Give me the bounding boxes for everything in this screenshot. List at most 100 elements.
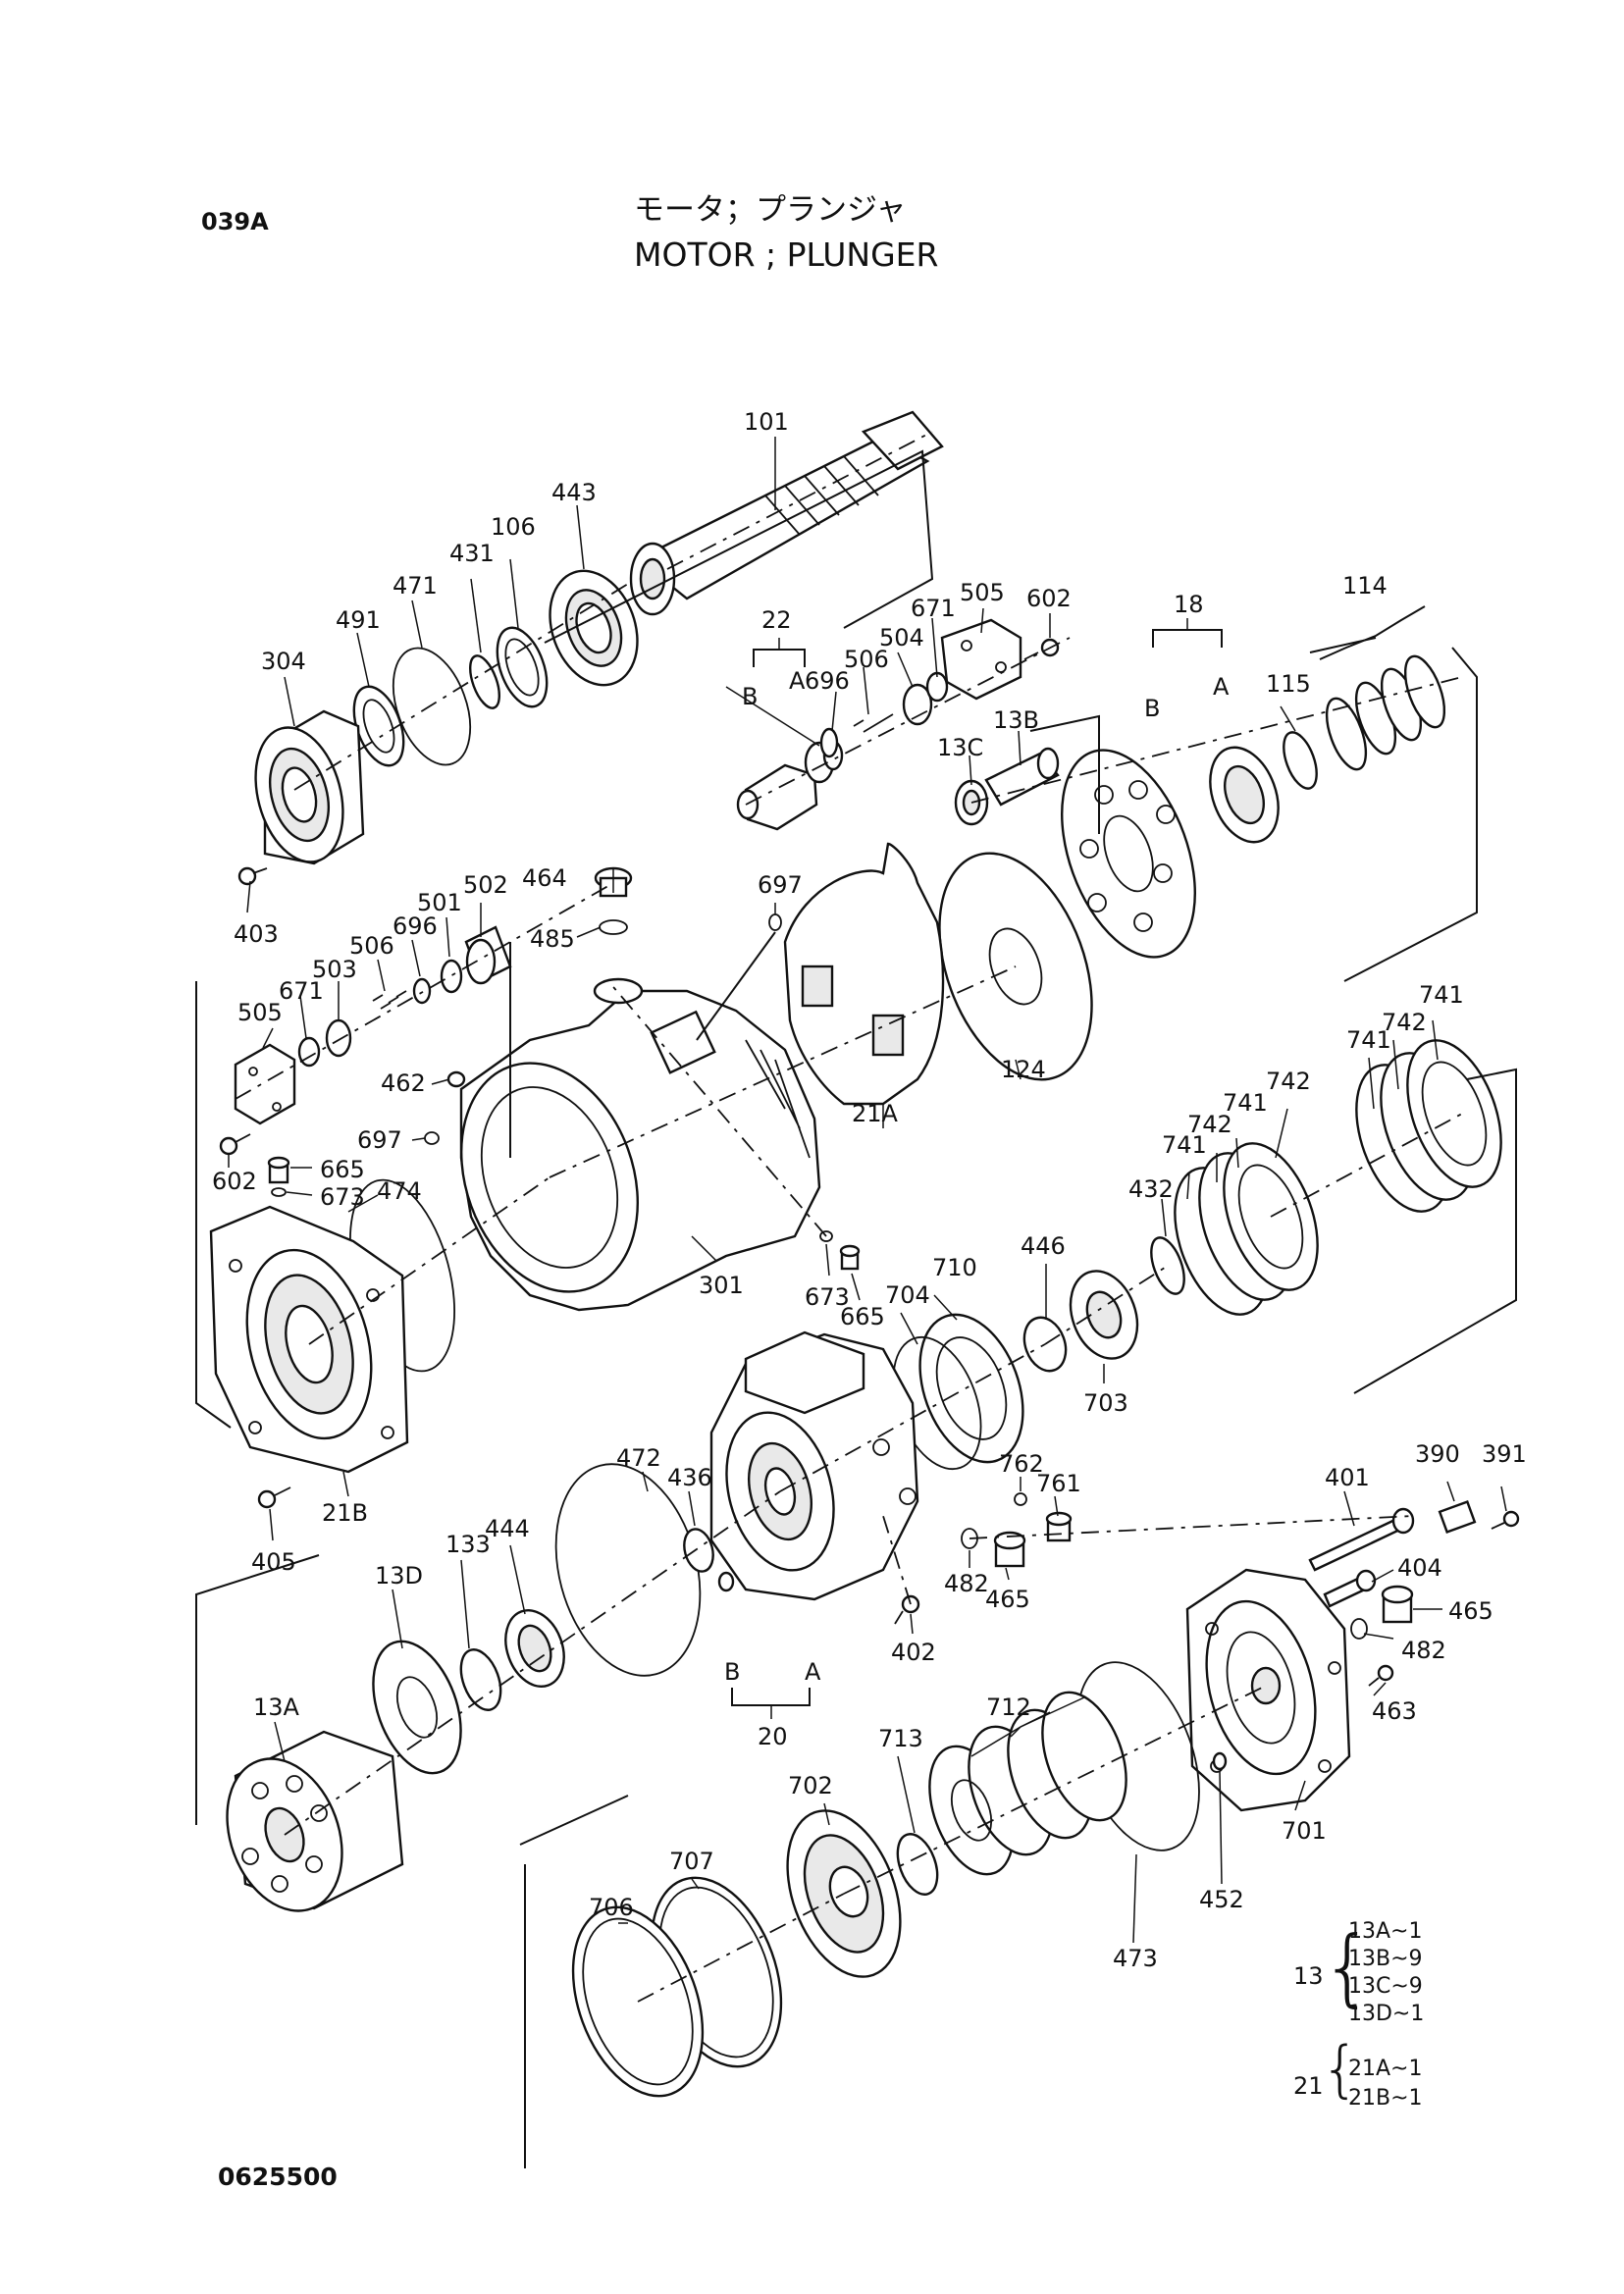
callout-463: 463 [1372,1697,1417,1725]
callout-22-b: B [742,683,758,710]
callout-465-right: 465 [1448,1597,1493,1625]
plug-462 [446,1070,466,1088]
plug-665-right [839,1244,861,1271]
piston-13b [984,747,1060,807]
pin-762 [1014,1492,1027,1506]
callout-403: 403 [234,920,279,948]
ring-106 [496,626,549,708]
plate-390 [1438,1499,1477,1535]
callout-474: 474 [377,1177,422,1205]
callout-20-a: A [805,1658,821,1686]
retainer-plate-18b [1061,749,1196,959]
callout-18: 18 [1174,591,1204,618]
callout-501: 501 [417,889,462,916]
callout-405: 405 [251,1548,296,1576]
housing-301 [459,977,821,1312]
ring-485 [599,919,628,935]
assembly-13-item: 13B~9 [1348,1947,1423,1971]
plug-504 [902,683,933,726]
callout-436: 436 [667,1464,712,1491]
cover-505-upper [940,618,1022,701]
callout-101: 101 [744,408,789,436]
callout-21a: 21A [852,1100,899,1127]
ring-696-left [412,977,432,1005]
pin-20b [717,1571,735,1592]
assembly-13-item: 13A~1 [1348,1919,1423,1944]
bearing-443 [549,569,639,687]
callout-701: 701 [1282,1817,1327,1845]
callout-21b: 21B [322,1499,368,1527]
pin-697-upper [768,913,782,931]
callout-443: 443 [551,479,597,506]
callout-462: 462 [381,1069,426,1097]
bolt-602-upper [1023,638,1060,660]
callout-762: 762 [999,1450,1044,1478]
title-english: MOTOR ; PLUNGER [634,235,939,274]
callout-697-upper: 697 [758,871,803,899]
callout-761: 761 [1036,1470,1081,1497]
cover-505-left [234,1043,296,1125]
ring-482-right [1350,1618,1368,1640]
callout-710: 710 [932,1254,977,1281]
callout-18-b: B [1144,695,1160,722]
assembly-13-brace: { [1321,1918,1375,2016]
callout-704: 704 [885,1281,930,1309]
callout-482-middle: 482 [944,1570,989,1597]
page-code: 039A [201,208,269,235]
callout-665-left: 665 [320,1156,365,1183]
callout-13d: 13D [375,1562,423,1590]
callout-491: 491 [336,606,381,634]
callout-464: 464 [522,864,567,892]
callout-741-b: 741 [1419,981,1464,1009]
ring-673-left [271,1187,287,1197]
callout-665-right: 665 [840,1303,885,1330]
gear-703 [1069,1270,1139,1360]
cylinder-block-13a [226,1730,404,1912]
callout-702: 702 [788,1772,833,1799]
callout-712: 712 [986,1694,1031,1721]
part-shapes [209,410,1520,2098]
callout-431: 431 [449,540,495,567]
spring-506-upper [853,713,894,733]
callout-742-b: 742 [1266,1068,1311,1095]
callout-503: 503 [312,956,357,983]
callout-505-left: 505 [237,999,283,1026]
callout-402: 402 [891,1639,936,1666]
plug-463 [1368,1664,1394,1687]
callout-115: 115 [1266,670,1311,698]
callout-485: 485 [530,925,575,953]
friction-discs-upper [1355,1039,1502,1213]
callout-706: 706 [589,1894,634,1921]
callout-446: 446 [1021,1232,1066,1260]
callout-741-d: 741 [1162,1131,1207,1159]
callout-506-left: 506 [349,932,394,960]
bolt-404 [1323,1569,1377,1608]
seal-710 [918,1313,1024,1464]
callout-301: 301 [699,1272,744,1299]
bolt-602-left [219,1133,251,1156]
callout-741-a: 741 [1346,1026,1391,1054]
bolt-402 [894,1594,920,1625]
callout-703: 703 [1083,1389,1128,1417]
callout-696-left: 696 [393,912,438,940]
callout-741-c: 741 [1223,1089,1268,1117]
ring-133 [459,1648,502,1711]
leader-lines [228,437,1507,1944]
assembly-21-brace: { [1321,2033,1360,2105]
group-boundaries [195,449,1517,2168]
callout-502: 502 [463,871,508,899]
callout-504: 504 [879,624,924,652]
valve-casing-20 [709,1330,919,1601]
callout-673-left: 673 [320,1183,365,1211]
retainer-13d [372,1640,462,1775]
callout-13c: 13C [937,734,983,761]
callout-22-a: A [789,667,806,695]
flange-21b [209,1205,409,1474]
swash-plate-21a [783,842,945,1106]
ring-713 [896,1833,939,1896]
callout-742-c: 742 [1187,1111,1232,1138]
callout-114: 114 [1342,572,1388,600]
title-japanese: モータ；プランジャ [634,192,907,228]
callout-13a: 13A [253,1694,300,1721]
